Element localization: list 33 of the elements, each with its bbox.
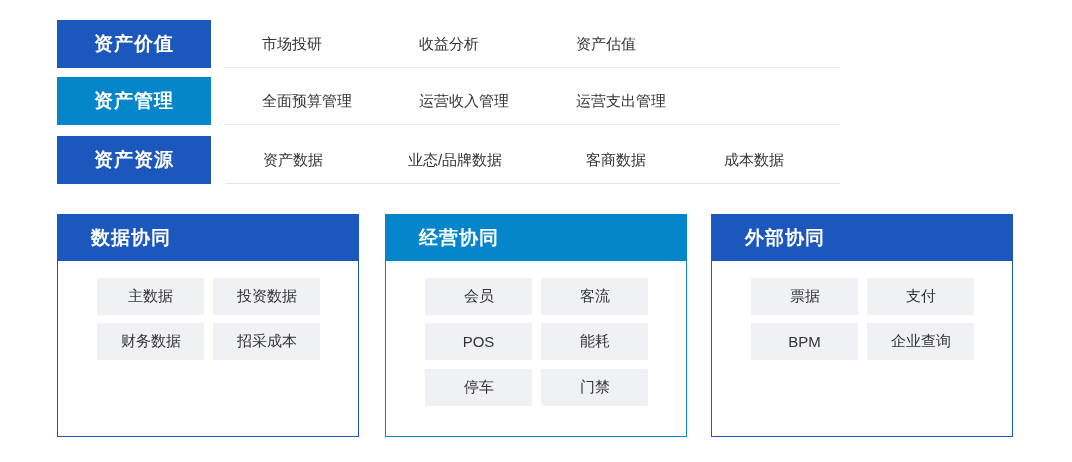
item-tile: 门禁 — [541, 369, 648, 406]
panel — [711, 214, 1013, 437]
item-tile: 主数据 — [97, 278, 204, 315]
item-tile: BPM — [751, 323, 858, 360]
item-label: 运营支出管理 — [576, 91, 666, 111]
item-tile: 招采成本 — [213, 323, 320, 360]
category-box: 资产管理 — [57, 77, 211, 125]
item-tile: 能耗 — [541, 323, 648, 360]
panel-header: 经营协同 — [385, 214, 687, 261]
item-label: 成本数据 — [724, 150, 784, 170]
item-tile: 支付 — [867, 278, 974, 315]
item-label: 客商数据 — [586, 150, 646, 170]
item-label: 全面预算管理 — [262, 91, 352, 111]
category-box: 资产价值 — [57, 20, 211, 68]
item-label: 市场投研 — [262, 34, 322, 54]
item-tile: 投资数据 — [213, 278, 320, 315]
item-tile: POS — [425, 323, 532, 360]
item-tile: 财务数据 — [97, 323, 204, 360]
item-tile: 客流 — [541, 278, 648, 315]
item-tile: 停车 — [425, 369, 532, 406]
item-tile: 会员 — [425, 278, 532, 315]
panel — [385, 214, 687, 437]
category-box: 资产资源 — [57, 136, 211, 184]
panel-header: 数据协同 — [57, 214, 359, 261]
panel — [57, 214, 359, 437]
item-tile: 企业查询 — [867, 323, 974, 360]
item-tile: 票据 — [751, 278, 858, 315]
item-label: 收益分析 — [419, 34, 479, 54]
item-label: 运营收入管理 — [419, 91, 509, 111]
item-label: 资产估值 — [576, 34, 636, 54]
item-label: 资产数据 — [263, 150, 323, 170]
panel-header: 外部协同 — [711, 214, 1013, 261]
item-label: 业态/品牌数据 — [408, 150, 503, 170]
